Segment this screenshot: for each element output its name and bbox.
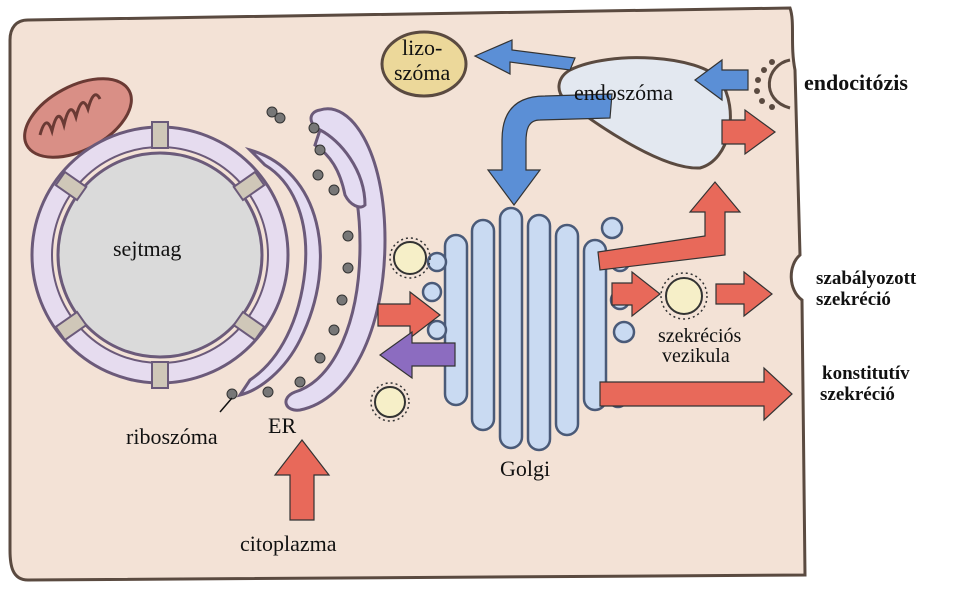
label-lysosome-2: szóma bbox=[394, 60, 450, 85]
vesicle-1 bbox=[389, 237, 431, 279]
label-golgi: Golgi bbox=[500, 456, 550, 481]
arrow-endocytosis-to-endosome bbox=[693, 58, 749, 102]
label-endosome: endoszóma bbox=[574, 80, 673, 105]
arrow-constitutive bbox=[599, 366, 793, 422]
label-ribosome: riboszóma bbox=[126, 424, 218, 449]
nucleus bbox=[30, 121, 290, 389]
arrows bbox=[273, 39, 793, 521]
label-regulated-1: szabályozott bbox=[816, 268, 917, 289]
arrow-endosome-to-golgi bbox=[486, 93, 613, 207]
endocytosis-coat bbox=[754, 59, 775, 110]
golgi-apparatus bbox=[421, 206, 636, 452]
arrow-golgi-to-er bbox=[378, 330, 456, 380]
endoplasmic-reticulum bbox=[236, 107, 387, 412]
vesicle-2 bbox=[370, 382, 410, 422]
arrow-vesicle-to-membrane bbox=[715, 270, 773, 318]
endocytosis-pit bbox=[767, 58, 791, 110]
label-constitutive-1: konstitutív bbox=[822, 363, 910, 384]
ribosomes bbox=[226, 106, 354, 400]
arrow-golgi-to-endosome bbox=[597, 181, 742, 271]
arrow-er-to-golgi bbox=[377, 290, 441, 340]
label-er: ER bbox=[268, 413, 296, 438]
secretory-vesicle bbox=[660, 272, 708, 320]
arrow-golgi-to-vesicle bbox=[611, 270, 661, 318]
lysosome bbox=[380, 30, 468, 98]
nuclear-pores bbox=[54, 121, 266, 389]
label-lysosome-1: lizo- bbox=[402, 35, 442, 60]
arrow-cytoplasm-to-er bbox=[273, 439, 331, 521]
label-endocytosis: endocitózis bbox=[804, 70, 908, 95]
arrow-endosome-to-lysosome bbox=[473, 39, 576, 75]
label-constitutive-2: szekréció bbox=[820, 384, 895, 405]
label-vesicle-2: vezikula bbox=[662, 345, 730, 367]
label-vesicle-1: szekréciós bbox=[658, 325, 742, 347]
ribosome-pointer bbox=[219, 397, 233, 413]
label-nucleus: sejtmag bbox=[113, 236, 181, 261]
label-regulated-2: szekréció bbox=[816, 289, 891, 310]
label-cytoplasm: citoplazma bbox=[240, 531, 337, 556]
arrow-endosome-to-membrane bbox=[721, 108, 777, 156]
